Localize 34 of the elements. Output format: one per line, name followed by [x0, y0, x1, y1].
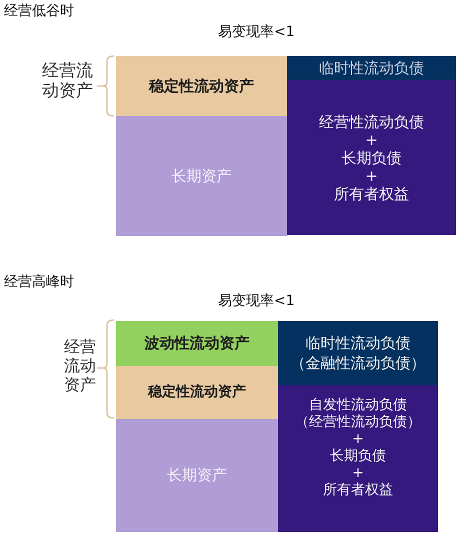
- block-text: （经营性流动负债）: [295, 414, 421, 431]
- section-heading: 经营高峰时: [4, 273, 74, 292]
- block: [278, 321, 438, 385]
- block: [287, 56, 456, 80]
- block: [116, 56, 287, 116]
- block: [278, 385, 438, 532]
- block-text: 波动性流动资产: [144, 333, 250, 354]
- block-text: 所有者权益: [323, 482, 393, 499]
- block-text: 长期资产: [167, 465, 227, 486]
- block-text: 长期负债: [330, 448, 386, 465]
- block-text: 经营性流动负债: [319, 113, 424, 131]
- block-text: 长期资产: [172, 166, 232, 187]
- block-text: 所有者权益: [334, 185, 409, 203]
- block-text: 稳定性流动资产: [149, 76, 254, 97]
- block-text: 长期负债: [342, 149, 402, 167]
- block-text: 临时性流动负债: [319, 58, 424, 79]
- block: [116, 419, 278, 532]
- block-text: （金融性流动负债）: [290, 353, 426, 373]
- block-text: +: [365, 131, 378, 149]
- block-text: 稳定性流动资产: [148, 382, 246, 402]
- block: [287, 80, 456, 235]
- block-text: +: [352, 465, 364, 482]
- group-label: 经营流动资产: [64, 337, 96, 394]
- block-text: 临时性流动负债: [306, 333, 410, 353]
- group-label: 经营流动资产: [42, 61, 94, 101]
- ratio-note: 易变现率<1: [218, 292, 295, 311]
- block-text: +: [352, 431, 364, 448]
- section-heading: 经营低谷时: [4, 2, 74, 21]
- block: [116, 321, 278, 366]
- block: [116, 116, 287, 236]
- ratio-note: 易变现率<1: [218, 23, 295, 42]
- block-text: +: [365, 167, 378, 185]
- block: [116, 366, 278, 419]
- block-text: 自发性流动负债: [309, 397, 407, 414]
